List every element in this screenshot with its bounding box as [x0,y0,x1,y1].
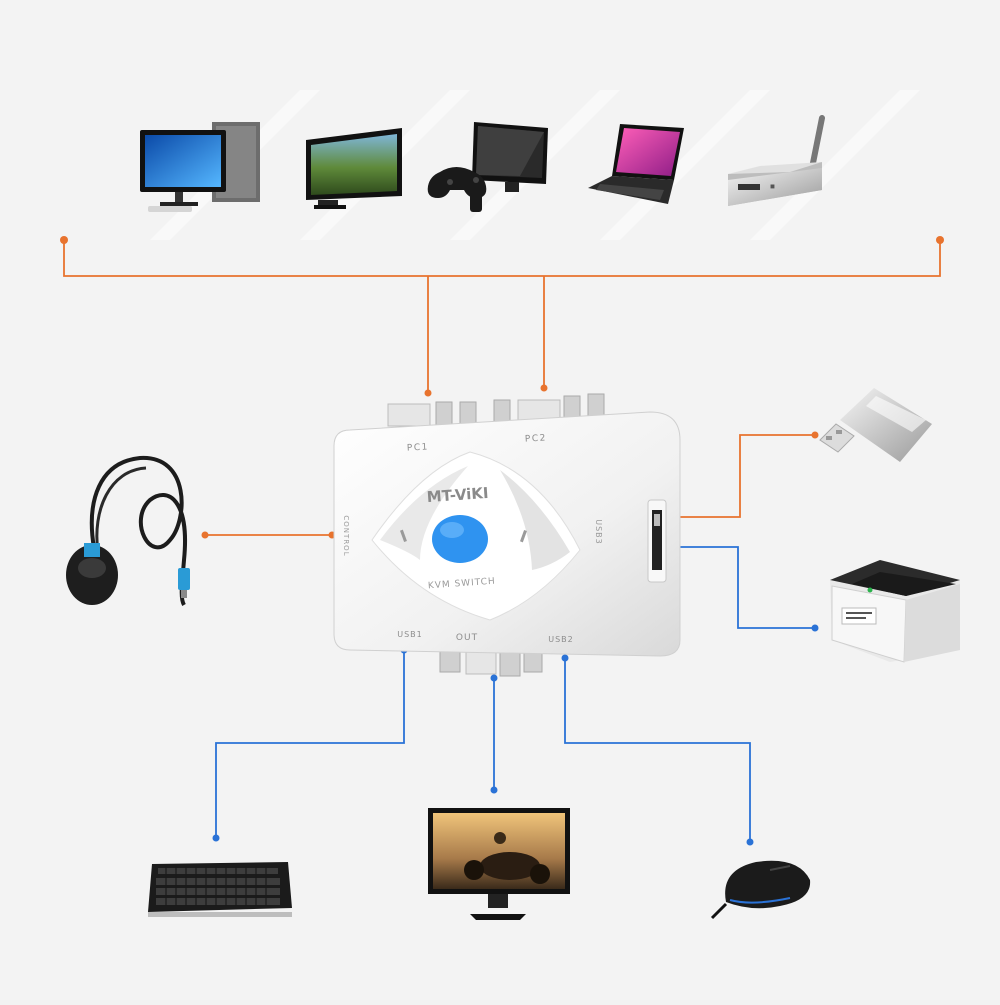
label-printer-icon [830,560,960,663]
port-label-pc1: PC1 [407,442,429,453]
desktop-pc-icon [140,122,260,212]
port-label-usb1: USB1 [397,630,423,639]
kvm-switch-device [333,393,681,677]
switch-button [432,515,488,563]
usb-flash-drive-icon [819,388,932,462]
brand-label: MT-ViKI [426,484,489,506]
kvm-labels: MT-ViKI KVM SWITCH PC1 PC2 CONTROL USB3 … [342,433,603,644]
port-label-out: OUT [456,633,478,643]
laptop-icon [588,124,684,204]
tv-box-icon: ◼ [728,115,825,206]
monitor-icon [428,808,570,920]
svg-text:◼: ◼ [770,183,775,190]
keyboard-icon [148,862,292,917]
port-label-pc2: PC2 [525,433,547,444]
source-connection-lines [63,240,941,536]
output-connection-lines [215,546,815,842]
model-label: KVM SWITCH [428,577,497,592]
source-connection-dots [60,236,944,539]
mouse-icon [710,860,811,920]
port-label-usb3: USB3 [594,519,603,545]
port-label-control: CONTROL [342,515,350,556]
all-in-one-pc-icon [306,128,402,209]
game-console-icon [427,122,548,212]
port-label-usb2: USB2 [548,635,574,644]
wired-remote-switch-icon [66,455,190,606]
